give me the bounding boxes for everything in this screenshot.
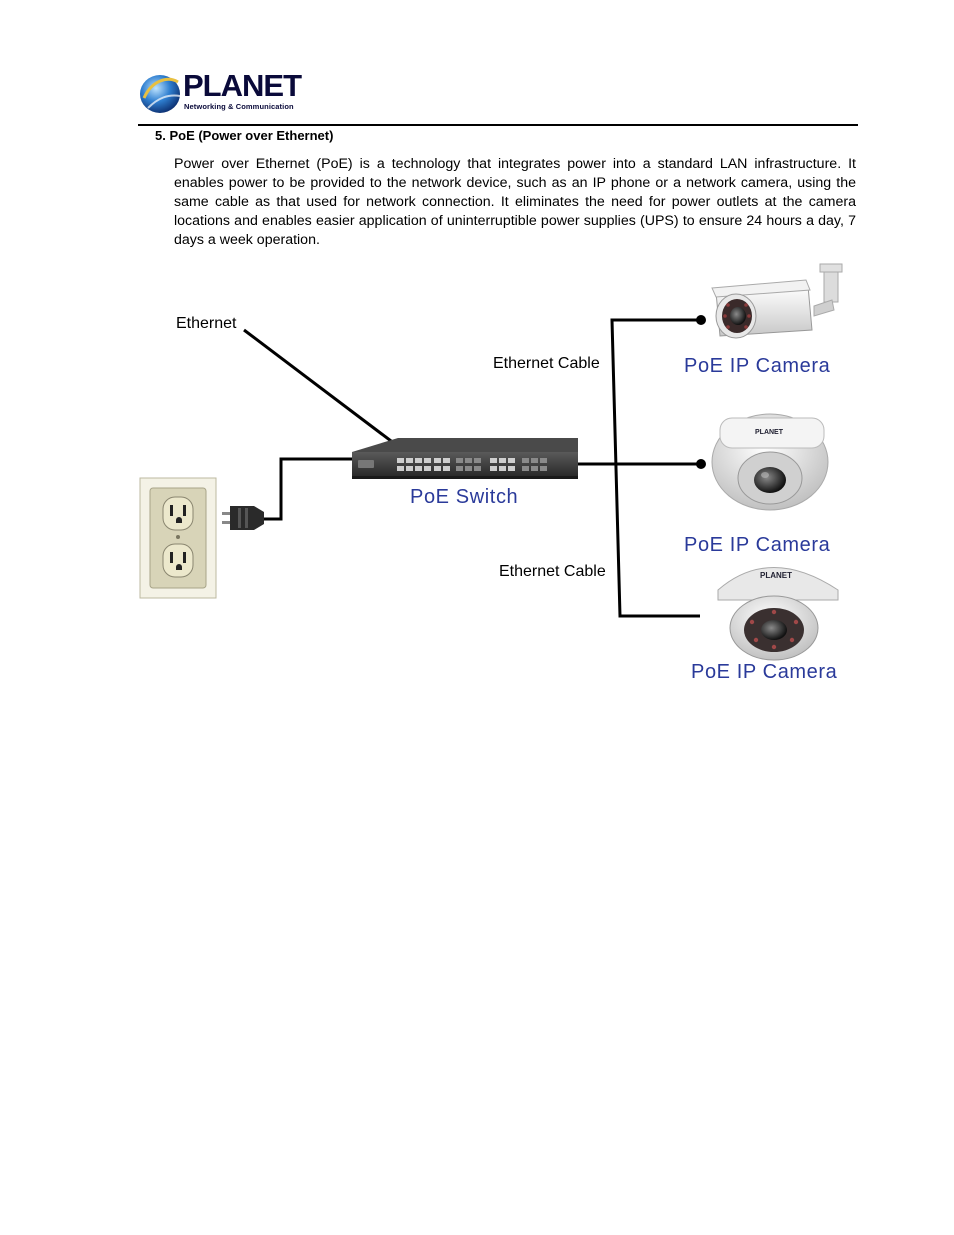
camera-cable-top	[610, 318, 700, 618]
ethernet-uplink-cable	[243, 328, 396, 446]
camera-brand-3: PLANET	[760, 571, 792, 580]
power-cable	[264, 457, 352, 521]
cable-endpoint-middle	[696, 459, 706, 469]
bullet-camera-icon	[711, 263, 843, 339]
cable-endpoint-top	[696, 315, 706, 325]
camera-brand-2: PLANET	[755, 429, 784, 436]
ethernet-cable-label-top: Ethernet Cable	[493, 355, 600, 372]
ethernet-label: Ethernet	[176, 315, 237, 332]
camera-label-1: PoE IP Camera	[684, 355, 831, 377]
header-divider	[138, 124, 858, 126]
camera-label-2: PoE IP Camera	[684, 534, 831, 556]
logo-wordmark: PLANET	[183, 68, 302, 103]
ethernet-cable-label-bottom: Ethernet Cable	[499, 563, 606, 580]
section-paragraph: Power over Ethernet (PoE) is a technolog…	[174, 156, 856, 248]
poe-switch-label: PoE Switch	[410, 486, 518, 508]
power-outlet-icon	[139, 477, 217, 599]
logo-tagline: Networking & Communication	[184, 102, 294, 111]
planet-logo-icon	[140, 75, 181, 113]
section-heading: 5. PoE (Power over Ethernet)	[155, 128, 334, 143]
power-plug-icon	[222, 506, 264, 530]
fisheye-dome-camera-icon: PLANET	[711, 413, 829, 511]
poe-switch-icon	[352, 438, 578, 479]
camera-label-3: PoE IP Camera	[691, 661, 838, 683]
ir-dome-camera-icon: PLANET	[712, 556, 842, 661]
